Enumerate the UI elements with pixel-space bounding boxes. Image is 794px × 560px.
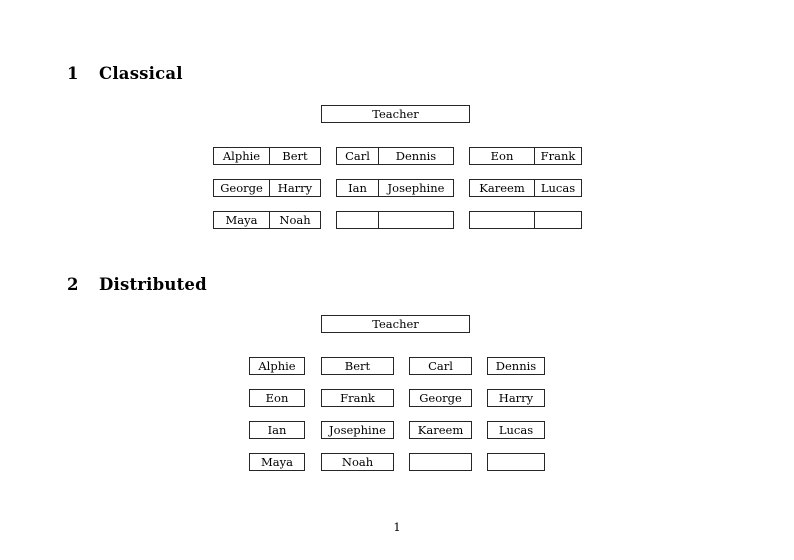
section-number: 2 xyxy=(67,275,79,294)
student-group-middle xyxy=(336,211,454,229)
teacher-row: Teacher xyxy=(0,105,794,125)
student-cell: Eon xyxy=(490,149,514,163)
student-cell: Noah xyxy=(269,212,320,228)
student-cell: George xyxy=(220,181,263,195)
student-row: Alphie Bert Carl Dennis xyxy=(0,357,794,389)
student-cell: Carl xyxy=(345,149,370,163)
student-box: Ian xyxy=(249,421,305,439)
student-row: Eon Frank George Harry xyxy=(0,389,794,421)
student-row: Maya Noah xyxy=(0,453,794,485)
teacher-row: Teacher xyxy=(0,315,794,335)
diagram-classical: Teacher Alphie Bert Carl Dennis Eon Fran… xyxy=(0,105,794,243)
student-group-middle: Carl Dennis xyxy=(336,147,454,165)
teacher-box: Teacher xyxy=(321,105,470,123)
student-cell: Frank xyxy=(534,148,581,164)
student-cell: Maya xyxy=(225,213,258,227)
student-cell: Ian xyxy=(348,181,367,195)
student-box: Eon xyxy=(249,389,305,407)
student-box: Alphie xyxy=(249,357,305,375)
student-box-empty xyxy=(409,453,472,471)
student-box: Maya xyxy=(249,453,305,471)
section-title: Distributed xyxy=(99,275,207,294)
student-row: Alphie Bert Carl Dennis Eon Frank xyxy=(0,147,794,179)
student-group-left: George Harry xyxy=(213,179,321,197)
section-title: Classical xyxy=(99,64,183,83)
student-box: Dennis xyxy=(487,357,545,375)
student-box: George xyxy=(409,389,472,407)
student-box: Kareem xyxy=(409,421,472,439)
student-box: Bert xyxy=(321,357,394,375)
student-cell-empty xyxy=(534,212,581,228)
section-number: 1 xyxy=(67,64,79,83)
student-group-right xyxy=(469,211,582,229)
student-box: Josephine xyxy=(321,421,394,439)
student-box-empty xyxy=(487,453,545,471)
student-box: Frank xyxy=(321,389,394,407)
student-row: Ian Josephine Kareem Lucas xyxy=(0,421,794,453)
student-group-right: Kareem Lucas xyxy=(469,179,582,197)
student-row: Maya Noah xyxy=(0,211,794,243)
student-cell: Josephine xyxy=(378,180,453,196)
student-box: Harry xyxy=(487,389,545,407)
student-group-middle: Ian Josephine xyxy=(336,179,454,197)
section-heading-distributed: 2 Distributed xyxy=(67,275,207,294)
student-box: Noah xyxy=(321,453,394,471)
student-cell-empty xyxy=(470,212,534,228)
student-row: George Harry Ian Josephine Kareem Lucas xyxy=(0,179,794,211)
student-cell: Alphie xyxy=(222,149,261,163)
student-cell: Lucas xyxy=(534,180,581,196)
student-box: Lucas xyxy=(487,421,545,439)
student-group-left: Maya Noah xyxy=(213,211,321,229)
section-heading-classical: 1 Classical xyxy=(67,64,183,83)
student-cell: Kareem xyxy=(479,181,525,195)
student-group-left: Alphie Bert xyxy=(213,147,321,165)
student-cell: Bert xyxy=(269,148,320,164)
student-box: Carl xyxy=(409,357,472,375)
diagram-distributed: Teacher Alphie Bert Carl Dennis Eon Fran… xyxy=(0,315,794,485)
student-cell-empty xyxy=(337,212,378,228)
student-group-right: Eon Frank xyxy=(469,147,582,165)
student-cell: Dennis xyxy=(378,148,453,164)
student-cell: Harry xyxy=(269,180,320,196)
teacher-box: Teacher xyxy=(321,315,470,333)
student-cell-empty xyxy=(378,212,453,228)
page-number: 1 xyxy=(393,520,401,534)
